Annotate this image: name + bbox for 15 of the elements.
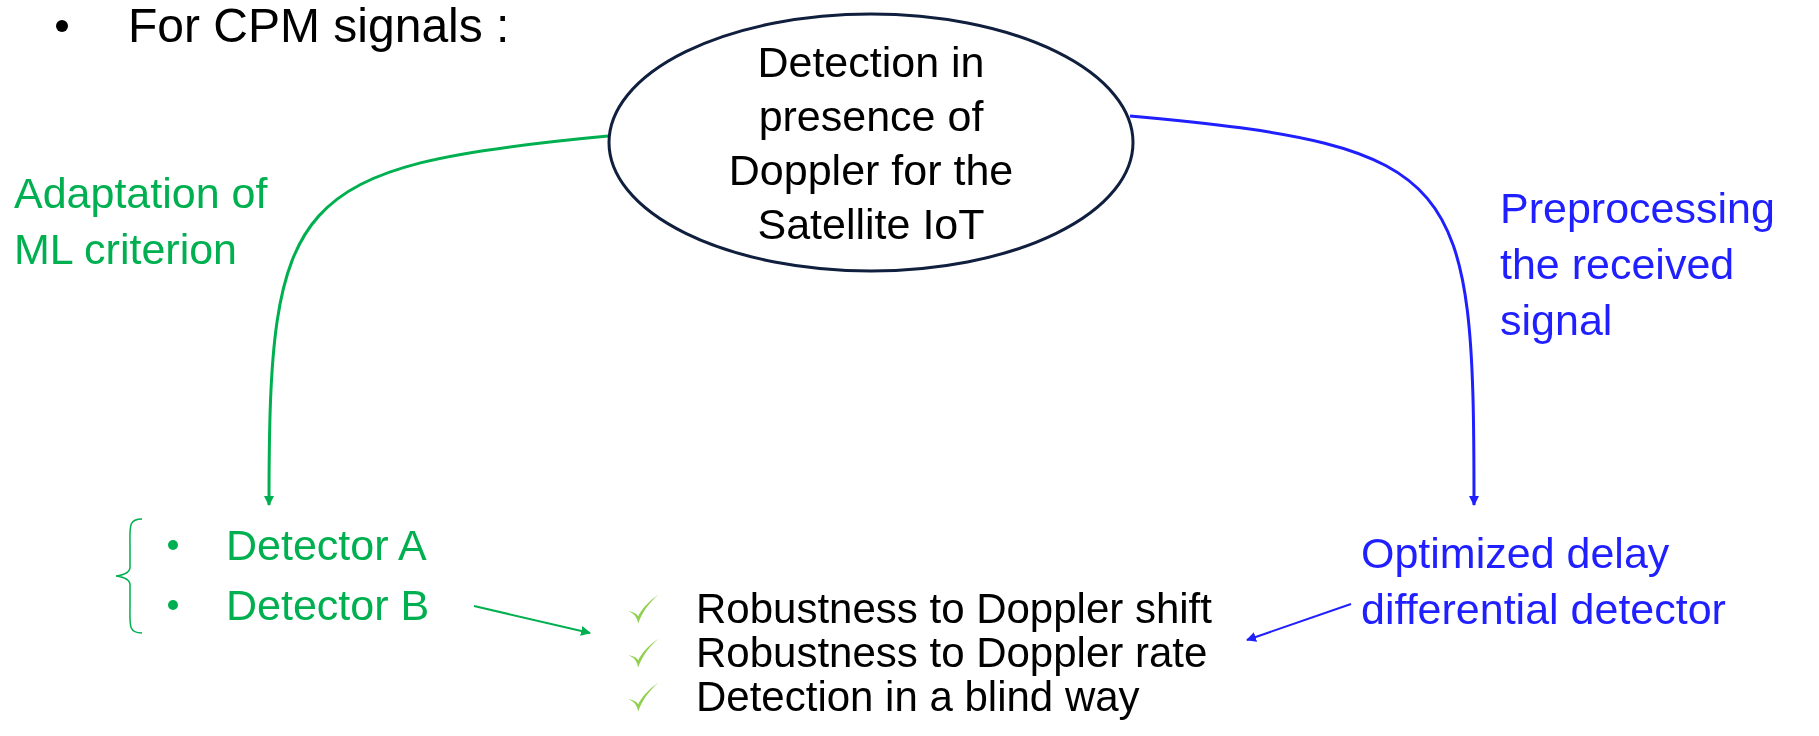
heading-text: For CPM signals :	[128, 0, 510, 52]
benefit-text: Detection in a blind way	[696, 675, 1140, 719]
list-item: Detector B	[226, 579, 430, 631]
edge-label: Adaptation of ML criterion	[14, 168, 269, 275]
ellipse-node	[607, 12, 1135, 273]
arrow	[1129, 114, 1479, 506]
list-item: Detector A	[226, 519, 427, 571]
arrow	[1246, 603, 1352, 642]
node-text: Detection in presence of Doppler for the Satellite IoT	[727, 36, 1015, 250]
edge-label: Preprocessing the received signal	[1500, 183, 1776, 346]
detector-label: Optimized delay differential detector	[1360, 528, 1727, 635]
arrow	[473, 605, 591, 636]
benefit-text: Robustness to Doppler shift	[696, 587, 1212, 631]
arrow	[264, 134, 609, 506]
benefit-text: Robustness to Doppler rate	[696, 631, 1208, 675]
